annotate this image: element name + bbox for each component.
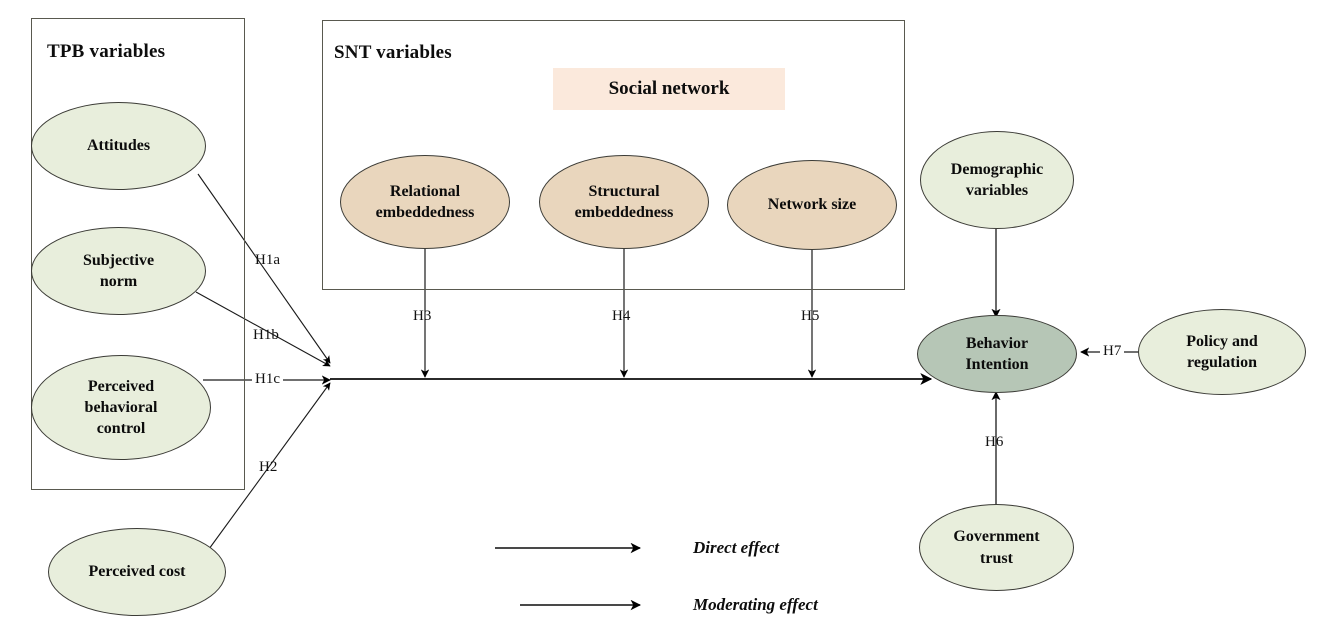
node-perceived-cost[interactable]: Perceived cost <box>48 528 226 616</box>
node-attitudes[interactable]: Attitudes <box>31 102 206 190</box>
hypothesis-label-h5: H5 <box>801 308 820 324</box>
hypothesis-label-h1a: H1a <box>255 252 280 268</box>
hypothesis-label-h1c: H1c <box>252 371 283 388</box>
group-box-tpb <box>31 18 245 490</box>
node-network-size[interactable]: Network size <box>727 160 897 250</box>
group-box-snt <box>322 20 905 290</box>
edge-h1a <box>197 173 331 364</box>
hypothesis-label-h6: H6 <box>985 434 1004 450</box>
group-title-snt: SNT variables <box>334 42 452 63</box>
hypothesis-label-h2: H2 <box>259 459 278 475</box>
node-network-size-label: Network size <box>767 196 857 214</box>
node-attitudes-label: Attitudes <box>86 137 151 155</box>
hypothesis-label-h4: H4 <box>612 308 631 324</box>
group-title-tpb: TPB variables <box>47 41 166 62</box>
hypothesis-label-h7: H7 <box>1100 343 1125 360</box>
legend-label-direct-effect: Direct effect <box>693 538 780 557</box>
node-perceived-cost-label: Perceived cost <box>88 563 186 581</box>
tag-social-network: Social network <box>553 68 785 110</box>
hypothesis-label-h1b: H1b <box>253 327 279 343</box>
edge-h1b <box>195 291 331 367</box>
legend-label-moderating-effect: Moderating effect <box>693 595 818 614</box>
edge-h2 <box>208 382 331 550</box>
hypothesis-label-h3: H3 <box>413 308 432 324</box>
